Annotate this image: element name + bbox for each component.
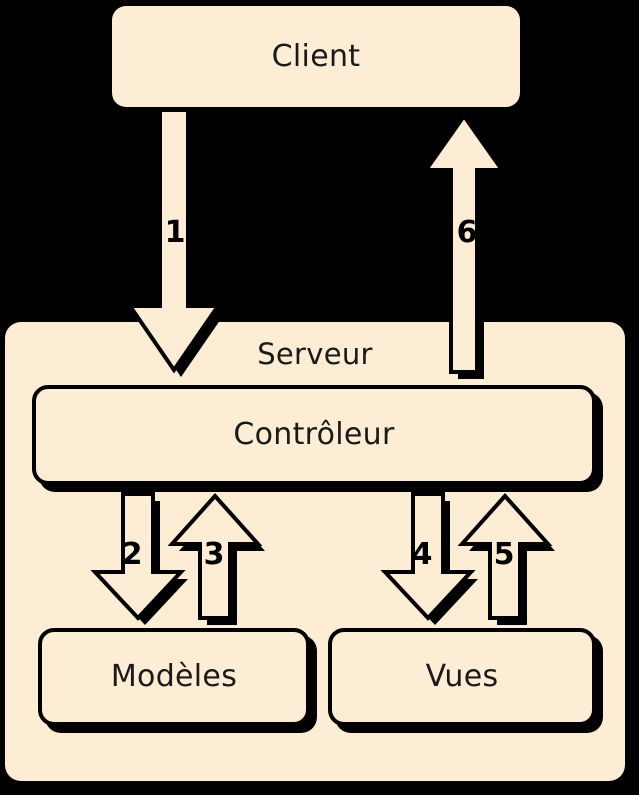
arrow-2-number: 2 <box>121 537 143 572</box>
arrow-6-up[interactable] <box>422 112 516 386</box>
arrow-2-down[interactable] <box>90 492 195 630</box>
node-vues[interactable]: Vues <box>328 628 596 726</box>
arrow-4-down[interactable] <box>380 492 485 630</box>
arrow-4-number: 4 <box>411 537 433 572</box>
arrow-5-number: 5 <box>493 537 515 572</box>
node-controleur-label: Contrôleur <box>233 417 395 452</box>
node-client[interactable]: Client <box>112 6 520 107</box>
node-serveur-label: Serveur <box>257 337 373 371</box>
arrow-1-number: 1 <box>164 215 186 250</box>
node-modeles-label: Modèles <box>110 659 238 694</box>
node-client-label: Client <box>271 38 361 74</box>
arrow-6-number: 6 <box>456 215 478 250</box>
node-vues-label: Vues <box>425 659 499 694</box>
arrow-1-down[interactable] <box>126 108 232 384</box>
arrow-5-up[interactable] <box>457 493 562 630</box>
arrow-3-up[interactable] <box>167 493 272 630</box>
arrow-3-number: 3 <box>203 537 225 572</box>
node-controleur[interactable]: Contrôleur <box>32 385 596 485</box>
node-modeles[interactable]: Modèles <box>38 628 310 726</box>
